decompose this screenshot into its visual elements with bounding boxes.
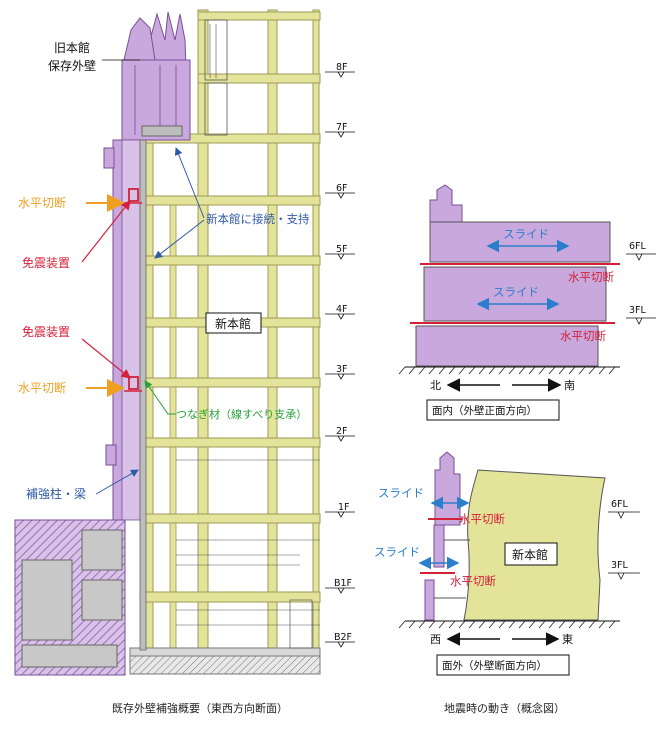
inplane-slide-upper: スライド	[503, 227, 549, 241]
tie-label: つなぎ材（線すべり支承）	[176, 407, 307, 421]
cut-label-upper: 水平切断	[18, 195, 66, 210]
cut-label-lower: 水平切断	[18, 380, 66, 395]
floor-2f: 2F	[336, 426, 348, 437]
outplane-wall-lower	[424, 579, 435, 621]
floor-b2f: B2F	[334, 632, 352, 643]
floor-5f: 5F	[336, 244, 348, 255]
floor-7f: 7F	[336, 122, 348, 133]
inplane-label: 面内（外壁正面方向）	[432, 404, 537, 417]
inplane-diagram: スライド スライド 水平切断 水平切断 6FL 3FL 北 南 面内（外壁正面方…	[398, 184, 656, 421]
reinforce-arrow	[95, 469, 139, 495]
section-caption: 既存外壁補強概要（東西方向断面）	[112, 701, 288, 715]
outplane-slide-lower: スライド	[374, 545, 420, 559]
inplane-block-lower	[415, 325, 599, 367]
old-wall-label-line2: 保存外壁	[48, 58, 96, 73]
connect-label: 新本館に接続・支持	[206, 212, 310, 226]
outplane-wall-middle	[433, 524, 445, 568]
outplane-diagram: スライド スライド 水平切断 水平切断 新本館 6FL 3FL 西 東 面外（外…	[374, 451, 640, 676]
outplane-floor-6fl: 6FL	[611, 499, 629, 510]
new-building-label: 新本館	[215, 316, 251, 331]
connect-arrow-upper	[174, 147, 205, 219]
outplane-slide-upper: スライド	[378, 486, 424, 500]
inplane-south: 南	[564, 379, 575, 392]
new-building-frame	[129, 9, 321, 675]
isolator-upper	[128, 188, 139, 202]
inplane-cut-label-lower: 水平切断	[560, 329, 606, 343]
new-building-box	[205, 312, 262, 334]
connect-arrow-lower	[154, 219, 205, 259]
section-diagram: 8F 7F 6F 5F 4F 3F 2F 1F B1F B2F 旧本館 保存外壁…	[14, 9, 355, 715]
isolator-lower	[128, 376, 139, 390]
outplane-east: 東	[562, 633, 573, 646]
floor-level-markers: 8F 7F 6F 5F 4F 3F 2F 1F B1F B2F	[325, 62, 355, 648]
floor-3f: 3F	[336, 364, 348, 375]
outplane-new-building-box	[504, 542, 558, 566]
outplane-cut-label-lower: 水平切断	[450, 574, 496, 588]
inplane-cut-label-upper: 水平切断	[568, 270, 614, 284]
inplane-floor-3fl: 3FL	[629, 305, 647, 316]
floor-4f: 4F	[336, 304, 348, 315]
tie-arrow	[144, 380, 176, 415]
inplane-label-box	[426, 399, 560, 421]
isolator-arrow-lower	[81, 338, 131, 379]
floor-6f: 6F	[336, 183, 348, 194]
right-caption: 地震時の動き（概念図）	[444, 701, 565, 715]
outplane-new-building-label: 新本館	[512, 547, 548, 562]
reinforce-label: 補強柱・梁	[26, 486, 86, 501]
inplane-block-middle	[423, 266, 607, 322]
outplane-cut-label-upper: 水平切断	[459, 512, 505, 526]
floor-1f: 1F	[338, 502, 350, 513]
old-facade	[14, 11, 191, 676]
isolator-arrow-upper	[81, 200, 131, 263]
outplane-label-box	[436, 654, 570, 676]
floor-b1f: B1F	[334, 578, 352, 589]
inplane-slide-lower: スライド	[493, 285, 539, 299]
isolator-label-upper: 免震装置	[22, 255, 70, 270]
outplane-floor-3fl: 3FL	[611, 560, 629, 571]
inplane-north: 北	[430, 379, 441, 392]
old-wall-label-line1: 旧本館	[54, 40, 90, 55]
inplane-floor-6fl: 6FL	[629, 241, 647, 252]
outplane-west: 西	[430, 633, 441, 646]
outplane-label: 面外（外壁断面方向）	[442, 659, 547, 672]
isolator-label-lower: 免震装置	[22, 324, 70, 339]
floor-8f: 8F	[336, 62, 348, 73]
